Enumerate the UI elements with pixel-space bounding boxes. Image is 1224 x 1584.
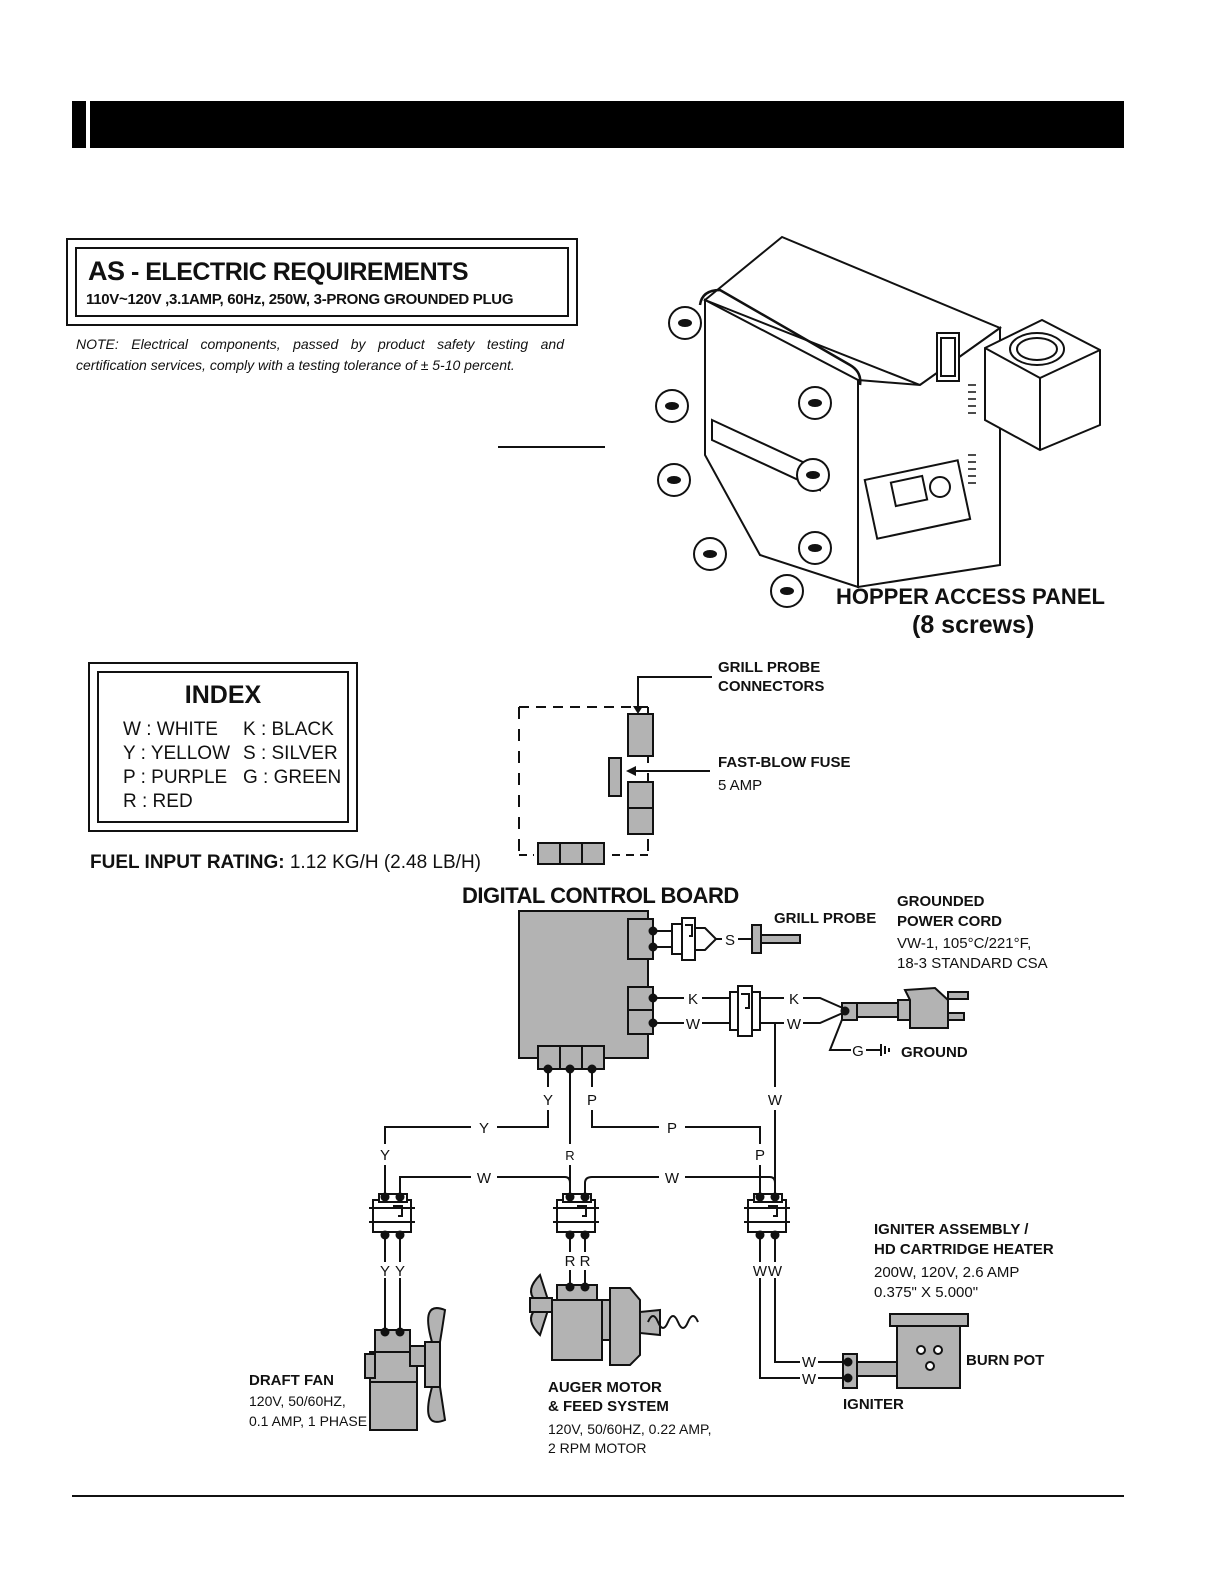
auger-spec-1: 120V, 50/60HZ, 0.22 AMP, — [548, 1421, 711, 1437]
wire-label-y-1: Y — [543, 1092, 553, 1109]
index-entry-black: K : BLACK — [243, 719, 334, 740]
index-entry-green: G : GREEN — [243, 767, 342, 788]
draft-fan — [364, 1307, 447, 1431]
index-entry-silver: S : SILVER — [243, 743, 338, 764]
fuse-value: 5 AMP — [718, 777, 762, 794]
wire-label-y-5: Y — [395, 1263, 405, 1280]
wire-label-w-9: W — [802, 1371, 817, 1388]
wire-label-k-2: K — [789, 991, 799, 1008]
fuel-label: FUEL INPUT RATING: — [90, 852, 285, 873]
draft-fan-title: DRAFT FAN — [249, 1372, 334, 1389]
wire-label-r-1: R — [565, 1148, 574, 1163]
hopper-label: HOPPER ACCESS PANEL — [836, 584, 1105, 609]
control-board-outline — [518, 676, 712, 865]
hopper-screws: (8 screws) — [912, 611, 1034, 639]
index-entry-purple: P : PURPLE — [123, 767, 228, 788]
title-dash: - — [130, 258, 139, 286]
probe-connectors-label-2: CONNECTORS — [718, 678, 824, 695]
wire-label-y-2: Y — [479, 1120, 489, 1137]
burn-pot-label: BURN POT — [966, 1352, 1044, 1369]
power-cord-spec-2: 18-3 STANDARD CSA — [897, 955, 1048, 972]
wire-label-w-5: W — [665, 1170, 680, 1187]
igniter-spec-2: 0.375" X 5.000" — [874, 1284, 978, 1301]
auger-spec-2: 2 RPM MOTOR — [548, 1440, 647, 1456]
wire-label-w-3: W — [768, 1092, 783, 1109]
electric-requirements-title: AS - ELECTRIC REQUIREMENTS — [88, 256, 469, 287]
index-entry-red: R : RED — [123, 791, 193, 812]
wire-label-s: S — [725, 932, 735, 949]
wire-label-p-1: P — [587, 1092, 597, 1109]
digital-control-board-title: DIGITAL CONTROL BOARD — [462, 883, 739, 908]
wire-label-w-4: W — [477, 1170, 492, 1187]
wire-label-r-3: R — [580, 1253, 591, 1270]
fuel-value: 1.12 KG/H (2.48 LB/H) — [289, 852, 482, 873]
power-cord-title-1: GROUNDED — [897, 893, 985, 910]
wire-label-p-3: P — [755, 1147, 765, 1164]
power-cord-title-2: POWER CORD — [897, 913, 1002, 930]
index-entry-yellow: Y : YELLOW — [123, 743, 231, 764]
wire-label-w-2: W — [787, 1016, 802, 1033]
title-text: ELECTRIC REQUIREMENTS — [145, 258, 469, 286]
header-bar — [72, 101, 1124, 148]
electric-requirements-spec: 110V~120V ,3.1AMP, 60Hz, 250W, 3-PRONG G… — [86, 291, 514, 308]
wire-label-w-8: W — [802, 1354, 817, 1371]
wire-label-w-7: W — [768, 1263, 783, 1280]
igniter-spec-1: 200W, 120V, 2.6 AMP — [874, 1264, 1019, 1281]
harness-wiring — [369, 1069, 845, 1379]
fuel-input-rating: FUEL INPUT RATING: 1.12 KG/H (2.48 LB/H) — [90, 852, 481, 874]
igniter-title-1: IGNITER ASSEMBLY / — [874, 1221, 1029, 1238]
index-entry-white: W : WHITE — [123, 719, 218, 740]
fuse-title: FAST-BLOW FUSE — [718, 754, 851, 771]
footer-rule — [72, 1495, 1124, 1497]
power-cord-spec-1: VW-1, 105°C/221°F, — [897, 935, 1031, 952]
wire-label-k-1: K — [688, 991, 698, 1008]
digital-control-board — [518, 910, 654, 1070]
model-prefix: AS — [88, 256, 125, 286]
draft-fan-spec-2: 0.1 AMP, 1 PHASE — [249, 1413, 367, 1429]
electrical-note: NOTE: Electrical components, passed by p… — [76, 336, 564, 373]
index-title: INDEX — [184, 681, 262, 709]
hopper-illustration — [655, 235, 1101, 608]
igniter-burn-pot — [842, 1313, 969, 1389]
auger-title-1: AUGER MOTOR — [548, 1379, 662, 1396]
auger-title-2: & FEED SYSTEM — [548, 1398, 669, 1415]
wire-label-r-2: R — [565, 1253, 576, 1270]
grill-probe-label: GRILL PROBE — [774, 910, 876, 927]
probe-connectors-label-1: GRILL PROBE — [718, 659, 820, 676]
igniter-label: IGNITER — [843, 1396, 904, 1413]
wire-label-w-1: W — [686, 1016, 701, 1033]
igniter-title-2: HD CARTRIDGE HEATER — [874, 1241, 1054, 1258]
power-cord-wiring — [653, 985, 969, 1087]
wire-label-w-6: W — [753, 1263, 768, 1280]
index-box — [88, 662, 358, 832]
terminal-dots — [380, 926, 853, 1383]
draft-fan-spec-1: 120V, 50/60HZ, — [249, 1393, 346, 1409]
header-bar-notch — [86, 101, 90, 148]
auger-motor — [529, 1273, 699, 1366]
electric-requirements-box — [66, 238, 578, 326]
wire-label-g: G — [852, 1043, 864, 1060]
wire-label-y-4: Y — [380, 1263, 390, 1280]
wire-label-p-2: P — [667, 1120, 677, 1137]
wire-label-y-3: Y — [380, 1147, 390, 1164]
ground-label: GROUND — [901, 1044, 968, 1061]
